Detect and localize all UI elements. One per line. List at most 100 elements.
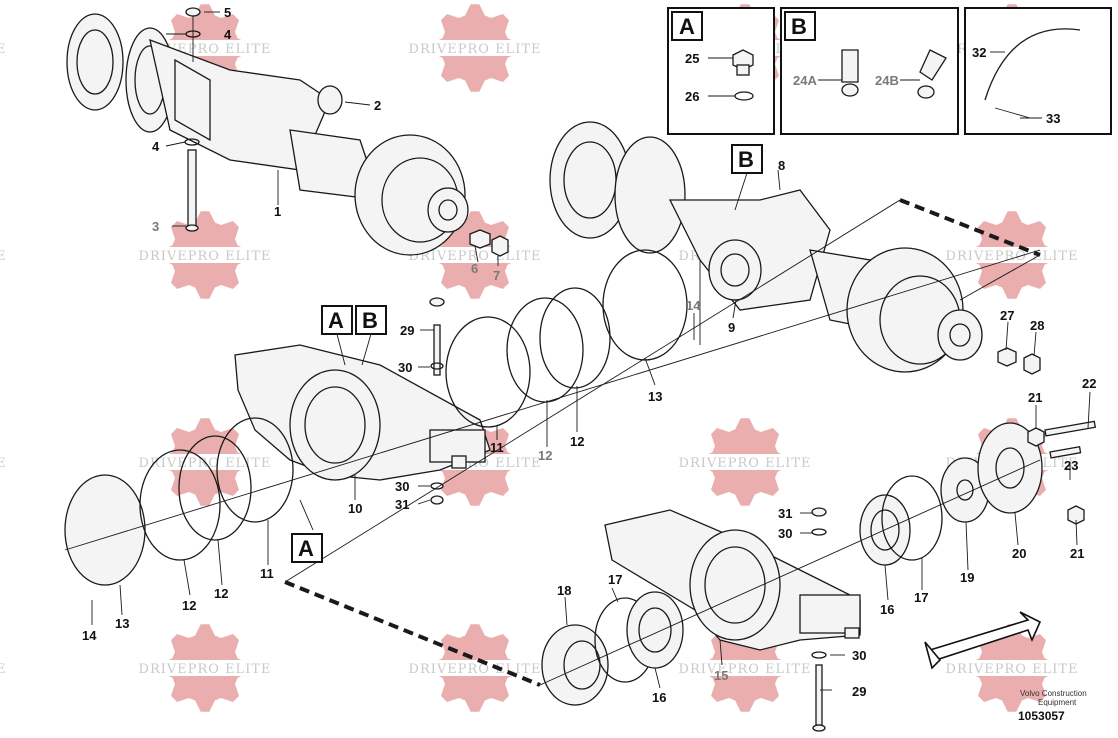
watermark-text: DRIVEPRO ELITE <box>0 456 6 471</box>
label-28: 28 <box>1030 318 1044 333</box>
label-5: 5 <box>224 5 231 20</box>
bracket-lower <box>604 507 861 732</box>
axle-assembly-top-right <box>549 121 1041 375</box>
svg-text:B: B <box>362 308 378 333</box>
watermark-text: DRIVEPRO ELITE <box>679 456 812 471</box>
label-30b: 30 <box>395 479 409 494</box>
label-16a: 16 <box>880 602 894 617</box>
label-3: 3 <box>152 219 159 234</box>
label-15: 15 <box>714 668 728 683</box>
label-24a: 24A <box>793 73 817 88</box>
label-1: 1 <box>274 204 281 219</box>
inset-b-letter: B <box>791 14 807 39</box>
watermark-text: DRIVEPRO ELITE <box>139 249 272 264</box>
callout-box-b-mid: B <box>355 305 387 366</box>
inset-box-b: B 24A 24B <box>780 7 959 135</box>
label-11a: 11 <box>490 440 504 455</box>
label-18: 18 <box>557 583 571 598</box>
label-17b: 17 <box>608 572 622 587</box>
doc-number: 1053057 <box>1018 709 1065 723</box>
svg-text:B: B <box>738 147 754 172</box>
watermark-band <box>942 247 1082 263</box>
label-29a: 29 <box>400 323 414 338</box>
label-26: 26 <box>685 89 699 104</box>
label-12c: 12 <box>182 598 196 613</box>
label-29b: 29 <box>852 684 866 699</box>
label-27: 27 <box>1000 308 1014 323</box>
label-30d: 30 <box>852 648 866 663</box>
label-22: 22 <box>1082 376 1096 391</box>
label-12d: 12 <box>214 586 228 601</box>
inset-box-32-33: 32 33 <box>964 7 1112 135</box>
label-7: 7 <box>493 268 500 283</box>
label-11b: 11 <box>260 566 274 581</box>
brand-block: Volvo Construction Equipment 1053057 <box>1018 689 1087 723</box>
label-6: 6 <box>471 261 478 276</box>
label-16b: 16 <box>652 690 666 705</box>
callout-box-b-upper: B <box>731 144 763 211</box>
label-23: 23 <box>1064 458 1078 473</box>
watermark-band <box>135 660 275 676</box>
part-labels: 1 2 3 4 4 5 6 7 8 9 10 11 11 12 12 12 12… <box>82 5 1096 705</box>
label-33: 33 <box>1046 111 1060 126</box>
watermark-band <box>942 660 1082 676</box>
label-21a: 21 <box>1028 390 1042 405</box>
bearing-flange-group <box>541 420 1097 706</box>
label-14a: 14 <box>686 298 701 313</box>
label-2: 2 <box>374 98 381 113</box>
label-24b: 24B <box>875 73 899 88</box>
label-30a: 30 <box>398 360 412 375</box>
watermark-text: DRIVEPRO ELITE <box>139 456 272 471</box>
watermark-text: DRIVEPRO ELITE <box>0 662 6 677</box>
inset-box-a: A 25 26 <box>667 7 775 135</box>
watermark-text: DRIVEPRO ELITE <box>679 662 812 677</box>
watermark-text: DRIVEPRO ELITE <box>409 662 542 677</box>
callout-box-a-mid: A <box>321 305 353 366</box>
watermark-text: DRIVEPRO ELITE <box>0 249 6 264</box>
watermark-band <box>0 660 10 676</box>
label-30c: 30 <box>778 526 792 541</box>
watermark-text: DRIVEPRO ELITE <box>409 42 542 57</box>
watermark-band <box>0 40 10 56</box>
label-8: 8 <box>778 158 785 173</box>
inset-a-letter: A <box>679 14 695 39</box>
watermark-band <box>135 247 275 263</box>
label-21b: 21 <box>1070 546 1084 561</box>
watermark-band <box>0 247 10 263</box>
watermark-text: DRIVEPRO ELITE <box>946 662 1079 677</box>
watermark-text: DRIVEPRO ELITE <box>946 249 1079 264</box>
label-12a: 12 <box>538 448 552 463</box>
watermark-band <box>675 660 815 676</box>
label-10: 10 <box>348 501 362 516</box>
label-20: 20 <box>1012 546 1026 561</box>
watermark-band <box>0 454 10 470</box>
label-13b: 13 <box>115 616 129 631</box>
label-12b: 12 <box>570 434 584 449</box>
ring-set-lower <box>64 417 294 625</box>
label-31a: 31 <box>395 497 409 512</box>
axle-assembly-top-left <box>66 7 509 257</box>
svg-text:A: A <box>298 536 314 561</box>
label-leaders <box>119 11 1091 691</box>
label-4b: 4 <box>152 139 160 154</box>
watermark-band <box>405 247 545 263</box>
label-31b: 31 <box>778 506 792 521</box>
watermark-band <box>675 454 815 470</box>
watermark-band <box>405 40 545 56</box>
callout-box-a-lower: A <box>291 533 323 563</box>
watermark-text: DRIVEPRO ELITE <box>139 662 272 677</box>
label-9: 9 <box>728 320 735 335</box>
svg-text:A: A <box>328 308 344 333</box>
brand-line-2: Equipment <box>1038 698 1077 707</box>
bracket-upper <box>234 297 491 505</box>
alignment-lines <box>64 198 1041 687</box>
label-17a: 17 <box>914 590 928 605</box>
label-14b: 14 <box>82 628 97 643</box>
label-32: 32 <box>972 45 986 60</box>
direction-arrow-icon <box>924 611 1042 670</box>
watermark-text: DRIVEPRO ELITE <box>0 42 6 57</box>
label-19: 19 <box>960 570 974 585</box>
label-4a: 4 <box>224 27 232 42</box>
label-13a: 13 <box>648 389 662 404</box>
